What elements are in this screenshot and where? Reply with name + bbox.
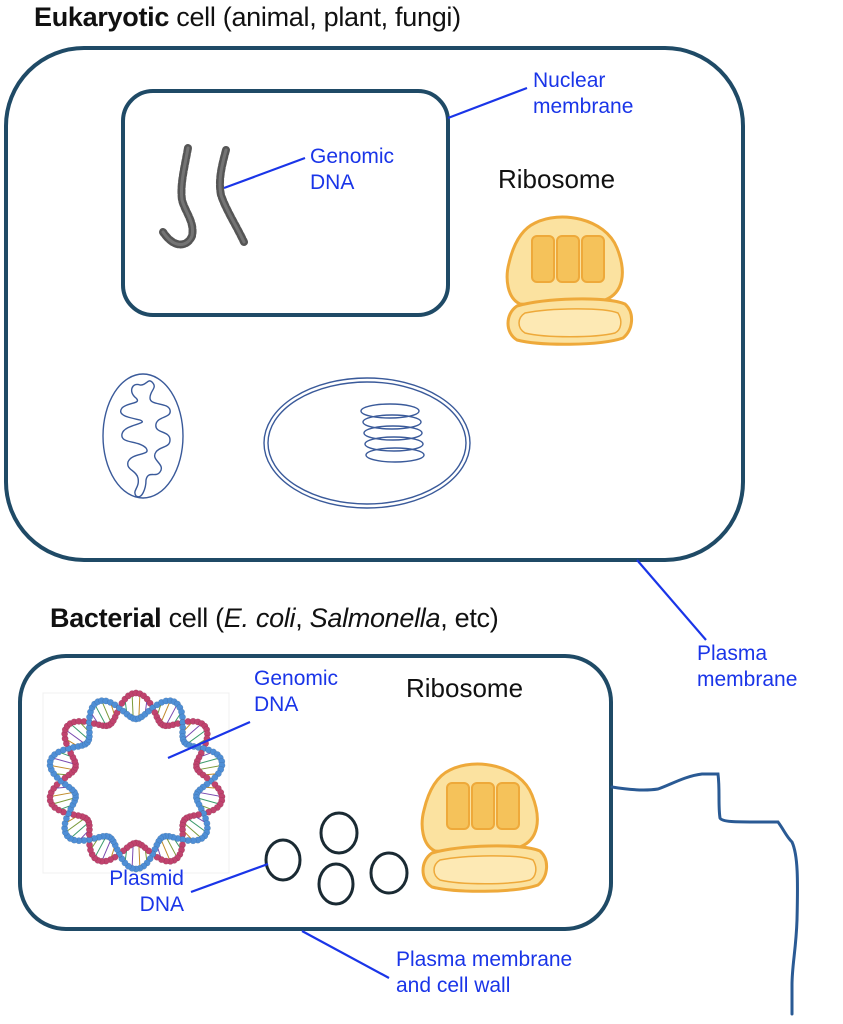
plasmid-icon	[319, 811, 359, 855]
label-line: and cell wall	[396, 974, 511, 997]
dna-base-pair	[138, 693, 141, 719]
dna-base-pair	[69, 821, 90, 839]
chloroplast-icon	[263, 377, 471, 509]
label-line: membrane	[533, 95, 634, 118]
label-line: Nuclear	[533, 69, 606, 92]
plasma-membrane-label: Plasma membrane	[697, 641, 797, 693]
dna-base-pair	[94, 835, 107, 859]
dna-base-pair	[197, 764, 223, 771]
dna-base-pair	[51, 757, 76, 765]
dna-base-pair	[65, 729, 86, 745]
dna-base-pair	[160, 700, 171, 724]
label-line: Genomic	[254, 667, 339, 690]
ribosome-icon	[505, 215, 634, 346]
dna-base-pair	[160, 838, 171, 862]
dna-base-pair	[49, 791, 75, 798]
genomic-dna-leader	[223, 156, 306, 190]
plasmid-icon	[369, 851, 409, 895]
dna-base-pair	[196, 797, 221, 805]
dna-base-pair	[196, 757, 221, 765]
dna-backbone-bead	[203, 774, 211, 782]
bacterial-ribosome-label: Ribosome	[406, 673, 524, 703]
plasmid-icon	[264, 838, 302, 882]
dna-base-pair	[182, 821, 203, 839]
plasmid-dna-label: Plasmid DNA	[80, 866, 184, 918]
dna-base-pair	[51, 797, 76, 805]
plasmid-icon	[317, 862, 355, 906]
dna-base-pair	[131, 693, 134, 719]
circular-dna-icon	[46, 689, 226, 873]
bacterial-cell-wall	[18, 654, 613, 931]
label-line: DNA	[139, 893, 184, 916]
bacterial-genomic-dna-leader	[167, 720, 251, 760]
label-line: Genomic	[310, 145, 395, 168]
mitochondrion-icon	[102, 373, 184, 499]
title-species: E. coli	[223, 603, 296, 633]
flagellum	[610, 772, 799, 1016]
label-line: Plasmid	[109, 867, 184, 890]
nuclear-membrane-leader	[447, 86, 528, 120]
ribosome-label: Ribosome	[498, 164, 616, 194]
plasmid-dna-leader	[190, 862, 269, 894]
genomic-dna-label: Genomic DNA	[310, 144, 394, 196]
dna-base-pair	[65, 817, 86, 833]
dna-base-pair	[69, 723, 90, 741]
dna-base-pair	[186, 817, 207, 833]
cell-wall-label: Plasma membrane and cell wall	[396, 947, 572, 999]
dna-base-pair	[182, 723, 203, 741]
dna-backbone-bead	[211, 774, 219, 781]
title-species: Salmonella	[309, 603, 441, 633]
dna-base-pair	[131, 843, 134, 869]
plasma-membrane-leader	[636, 559, 707, 641]
chromosome-icon	[159, 144, 248, 249]
dna-base-pair	[186, 729, 207, 745]
label-line: membrane	[697, 668, 798, 691]
nuclear-membrane-label: Nuclear membrane	[533, 68, 633, 120]
label-line: Plasma membrane	[396, 948, 573, 971]
dna-base-pair	[101, 700, 112, 724]
label-line: Plasma	[697, 642, 768, 665]
dna-base-pair	[49, 764, 75, 771]
title-part: , etc)	[440, 603, 499, 633]
dna-base-pair	[197, 791, 223, 798]
bacterium-title-bold: Bacterial	[50, 603, 162, 633]
eukaryote-title-rest: cell (animal, plant, fungi)	[169, 2, 461, 32]
bacterium-title: Bacterial cell (E. coli, Salmonella, etc…	[50, 603, 499, 634]
title-part: cell (	[161, 603, 225, 633]
ribosome-icon	[420, 762, 549, 893]
bacterial-genomic-dna-label: Genomic DNA	[254, 666, 338, 718]
nuclear-membrane	[121, 89, 450, 317]
dna-base-pair	[138, 843, 141, 869]
eukaryote-title-bold: Eukaryotic	[34, 2, 170, 32]
cell-wall-leader	[301, 930, 390, 979]
title-part: ,	[295, 603, 310, 633]
label-line: DNA	[310, 171, 355, 194]
dna-base-pair	[94, 703, 107, 727]
dna-base-pair	[165, 703, 178, 727]
eukaryote-plasma-membrane	[4, 46, 745, 562]
plasmids	[264, 811, 409, 906]
dna-base-pair	[165, 835, 178, 859]
label-line: DNA	[254, 693, 299, 716]
eukaryote-title: Eukaryotic cell (animal, plant, fungi)	[34, 2, 461, 33]
dna-base-pair	[101, 838, 112, 862]
